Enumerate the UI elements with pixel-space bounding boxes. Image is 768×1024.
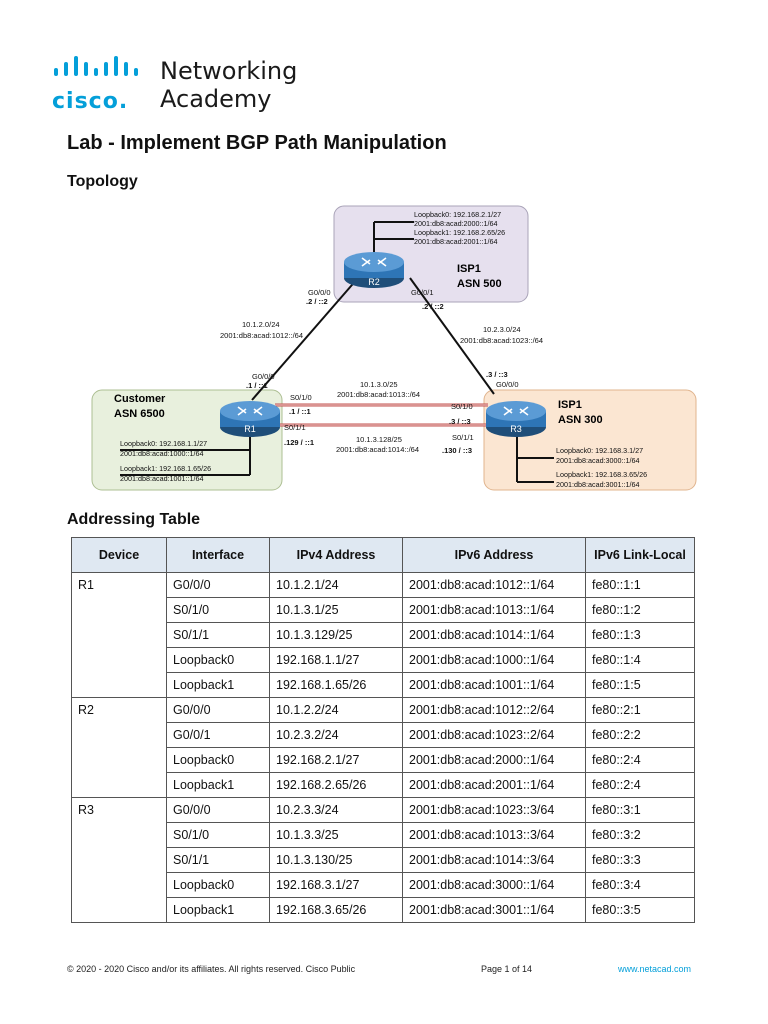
svg-text:2001:db8:acad:3000::1/64: 2001:db8:acad:3000::1/64: [556, 456, 640, 465]
svg-text:10.1.2.0/24: 10.1.2.0/24: [242, 320, 280, 329]
router-r2-icon: R2: [344, 252, 404, 288]
svg-text:2001:db8:acad:1001::1/64: 2001:db8:acad:1001::1/64: [120, 474, 204, 483]
device-cell: R3: [71, 797, 167, 923]
logo-academy: Academy: [160, 85, 272, 113]
svg-text:.1 / ::1: .1 / ::1: [246, 381, 268, 390]
footer-page-number: Page 1 of 14: [481, 964, 533, 974]
svg-text:R1: R1: [244, 424, 256, 434]
svg-text:2001:db8:acad:1013::/64: 2001:db8:acad:1013::/64: [337, 390, 420, 399]
svg-text:.129 / ::1: .129 / ::1: [284, 438, 314, 447]
svg-text:.1 / ::1: .1 / ::1: [289, 407, 311, 416]
svg-text:2001:db8:acad:1014::/64: 2001:db8:acad:1014::/64: [336, 445, 419, 454]
svg-text:2001:db8:acad:2001::1/64: 2001:db8:acad:2001::1/64: [414, 237, 498, 246]
svg-text:ASN 6500: ASN 6500: [114, 408, 165, 420]
header-ipv4: IPv4 Address: [269, 537, 403, 573]
header-link-local: IPv6 Link-Local: [585, 537, 695, 573]
svg-text:S0/1/0: S0/1/0: [290, 393, 312, 402]
svg-text:Customer: Customer: [114, 393, 166, 405]
svg-text:G0/0/0: G0/0/0: [496, 380, 519, 389]
addressing-table-heading: Addressing Table: [67, 511, 201, 528]
svg-text:R2: R2: [368, 277, 380, 287]
header-interface: Interface: [166, 537, 270, 573]
header-ipv6: IPv6 Address: [402, 537, 586, 573]
svg-text:Loopback1: 192.168.2.65/26: Loopback1: 192.168.2.65/26: [414, 228, 505, 237]
svg-text:2001:db8:acad:1012::/64: 2001:db8:acad:1012::/64: [220, 331, 303, 340]
header-device: Device: [71, 537, 167, 573]
svg-text:.130 / ::3: .130 / ::3: [442, 446, 472, 455]
logo-networking: Networking: [160, 57, 298, 85]
svg-text:S0/1/0: S0/1/0: [451, 402, 473, 411]
svg-text:Loopback0: 192.168.3.1/27: Loopback0: 192.168.3.1/27: [556, 446, 643, 455]
svg-text:ASN 300: ASN 300: [558, 414, 603, 426]
footer-copyright: © 2020 - 2020 Cisco and/or its affiliate…: [67, 964, 356, 974]
svg-text:ISP1: ISP1: [457, 263, 481, 275]
link-r2-r3: [409, 277, 495, 395]
cisco-networking-academy-logo: cisco. Networking Academy: [52, 56, 312, 120]
svg-text:G0/0/1: G0/0/1: [411, 288, 434, 297]
table-header-row: Device Interface IPv4 Address IPv6 Addre…: [71, 537, 695, 573]
link-r1-r2: [251, 277, 359, 401]
router-r1-icon: R1: [220, 401, 280, 437]
svg-text:S0/1/1: S0/1/1: [284, 423, 306, 432]
device-cell: R1: [71, 572, 167, 698]
svg-text:R3: R3: [510, 424, 522, 434]
svg-text:10.1.3.128/25: 10.1.3.128/25: [356, 435, 402, 444]
svg-text:2001:db8:acad:1000::1/64: 2001:db8:acad:1000::1/64: [120, 449, 204, 458]
svg-text:ASN 500: ASN 500: [457, 278, 502, 290]
svg-text:2001:db8:acad:2000::1/64: 2001:db8:acad:2000::1/64: [414, 219, 498, 228]
topology-heading: Topology: [67, 173, 138, 190]
footer-netacad-link[interactable]: www.netacad.com: [618, 964, 692, 974]
svg-text:Loopback0: 192.168.1.1/27: Loopback0: 192.168.1.1/27: [120, 439, 207, 448]
cisco-bars-icon: [54, 56, 138, 76]
svg-text:G0/0/0: G0/0/0: [252, 372, 275, 381]
svg-text:10.1.3.0/25: 10.1.3.0/25: [360, 380, 398, 389]
router-r3-icon: R3: [486, 401, 546, 437]
svg-text:.2 / ::2: .2 / ::2: [422, 302, 444, 311]
topology-diagram: R2 R1 R3 Loopback0: 192.168.2.1/27 2001:…: [91, 205, 697, 491]
device-cell: R2: [71, 697, 167, 798]
page-title: Lab - Implement BGP Path Manipulation: [67, 132, 447, 154]
svg-text:Loopback1: 192.168.1.65/26: Loopback1: 192.168.1.65/26: [120, 464, 211, 473]
cisco-wordmark: cisco.: [52, 89, 129, 114]
svg-text:.3 / ::3: .3 / ::3: [486, 370, 508, 379]
svg-text:Loopback1: 192.168.3.65/26: Loopback1: 192.168.3.65/26: [556, 470, 647, 479]
svg-text:G0/0/0: G0/0/0: [308, 288, 331, 297]
svg-text:10.2.3.0/24: 10.2.3.0/24: [483, 325, 521, 334]
svg-text:2001:db8:acad:3001::1/64: 2001:db8:acad:3001::1/64: [556, 480, 640, 489]
svg-text:Loopback0: 192.168.2.1/27: Loopback0: 192.168.2.1/27: [414, 210, 501, 219]
addressing-table: Device Interface IPv4 Address IPv6 Addre…: [71, 537, 695, 923]
svg-text:.2 / ::2: .2 / ::2: [306, 297, 328, 306]
svg-text:S0/1/1: S0/1/1: [452, 433, 474, 442]
svg-text:2001:db8:acad:1023::/64: 2001:db8:acad:1023::/64: [460, 336, 543, 345]
svg-text:.3 / ::3: .3 / ::3: [449, 417, 471, 426]
svg-text:ISP1: ISP1: [558, 399, 582, 411]
